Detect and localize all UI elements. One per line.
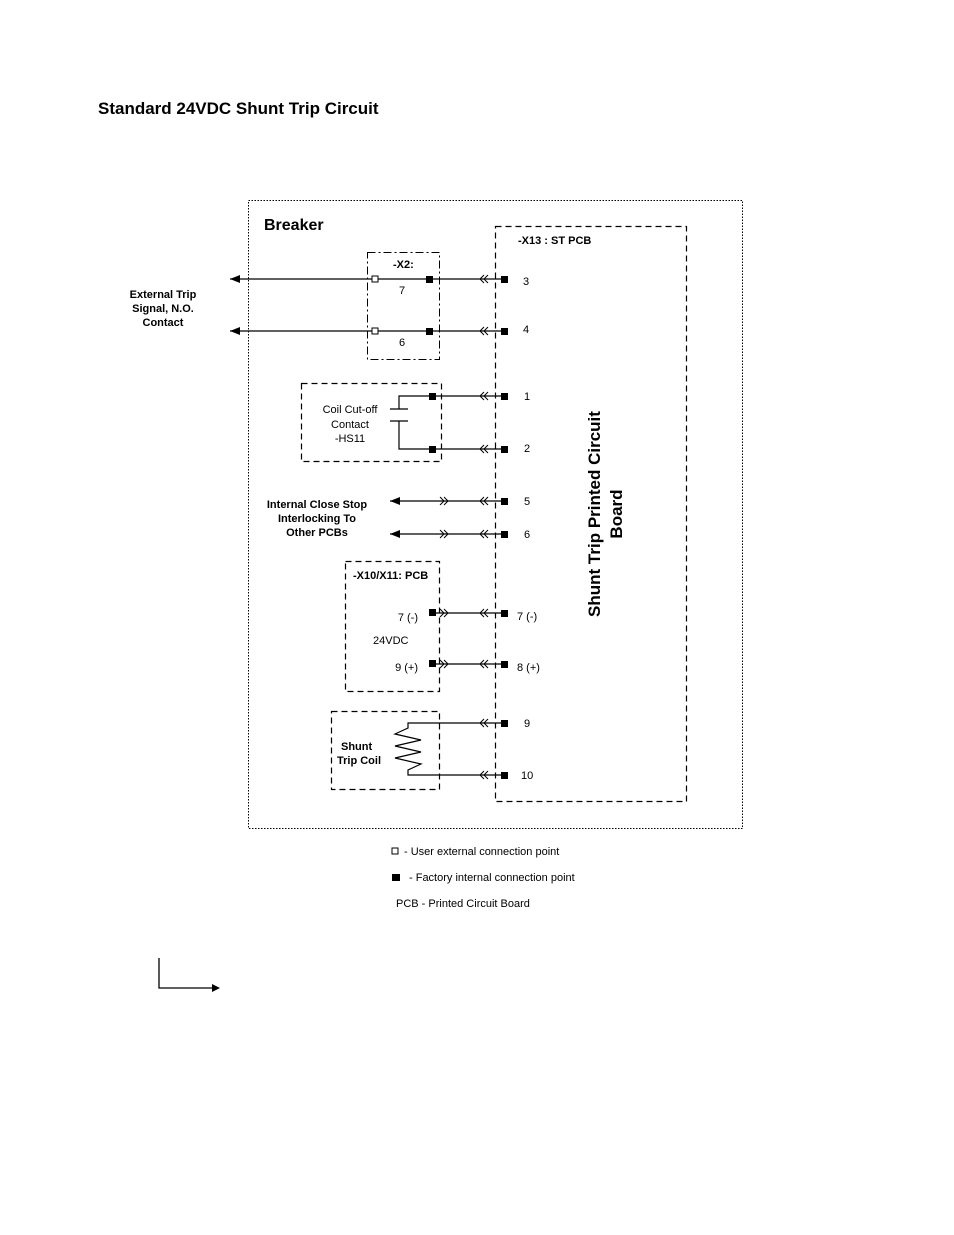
x10-x11-label: -X10/X11: PCB [353, 570, 428, 582]
factory-point-x2-7 [426, 276, 433, 283]
x2-box [367, 252, 440, 360]
user-point-x2-7 [371, 275, 379, 283]
legend-user-point-icon [391, 847, 399, 855]
x2-label: -X2: [393, 259, 414, 271]
st-pcb-box [494, 225, 688, 803]
legend-factory-point: - Factory internal connection point [409, 872, 575, 884]
x10-x11-pin-top: 7 (-) [398, 612, 418, 624]
shunt-coil-line2: Trip Coil [337, 755, 381, 767]
continuation-arrow-icon [158, 958, 220, 992]
interlock-line2: Interlocking To [278, 513, 356, 525]
terminal-label: 4 [523, 324, 529, 336]
pcb-terminal-points [501, 276, 508, 779]
x10-x11-pin-bottom: 9 (+) [395, 662, 418, 674]
coil-cutoff-box [300, 382, 443, 463]
terminal-label: 1 [524, 391, 530, 403]
page-title: Standard 24VDC Shunt Trip Circuit [98, 99, 379, 118]
coil-cutoff-line3: -HS11 [335, 433, 365, 445]
factory-point-x10-9 [429, 660, 436, 667]
plug-symbol-6 [439, 529, 449, 539]
plug-symbol-x10-7 [439, 608, 449, 618]
shunt-coil-line1: Shunt [341, 741, 372, 753]
legend-user-point: - User external connection point [404, 846, 559, 858]
factory-point-hs11-top [429, 393, 436, 400]
terminal-label: 7 (-) [517, 611, 537, 623]
x2-pin-bottom: 6 [399, 337, 405, 349]
shunt-coil-box [330, 710, 441, 791]
external-trip-line2: Signal, N.O. [132, 303, 194, 315]
terminal-label: 3 [523, 276, 529, 288]
terminal-label: 9 [524, 718, 530, 730]
legend-factory-point-icon [392, 874, 400, 881]
breaker-enclosure [248, 200, 743, 829]
board-title-line1: Shunt Trip Printed Circuit [585, 411, 604, 617]
terminal-label: 8 (+) [517, 662, 540, 674]
pcb-connector-symbols [479, 274, 489, 780]
breaker-label: Breaker [264, 217, 324, 234]
external-trip-line3: Contact [143, 317, 184, 329]
external-trip-line1: External Trip [130, 289, 197, 301]
user-point-x2-6 [371, 327, 379, 335]
legend-pcb-note: PCB - Printed Circuit Board [396, 898, 530, 910]
coil-cutoff-line1: Coil Cut-off [323, 404, 379, 416]
plug-symbol-x10-9 [439, 659, 449, 669]
st-pcb-header: -X13 : ST PCB [518, 235, 591, 247]
plug-symbol-5 [439, 496, 449, 506]
factory-point-x10-7 [429, 609, 436, 616]
interlock-line1: Internal Close Stop [267, 499, 368, 511]
x10-x11-voltage: 24VDC [373, 635, 409, 647]
x2-pin-top: 7 [399, 285, 405, 297]
board-title-line2: Board [607, 489, 626, 538]
no-contact-symbol [390, 395, 504, 450]
factory-point-x2-6 [426, 328, 433, 335]
terminal-label: 5 [524, 496, 530, 508]
terminal-label: 6 [524, 529, 530, 541]
factory-point-hs11-bottom [429, 446, 436, 453]
terminal-label: 2 [524, 443, 530, 455]
terminal-label: 10 [521, 770, 533, 782]
interlock-line3: Other PCBs [286, 527, 348, 539]
x10-x11-box [344, 560, 441, 693]
coil-cutoff-line2: Contact [331, 419, 369, 431]
coil-symbol [393, 722, 504, 776]
